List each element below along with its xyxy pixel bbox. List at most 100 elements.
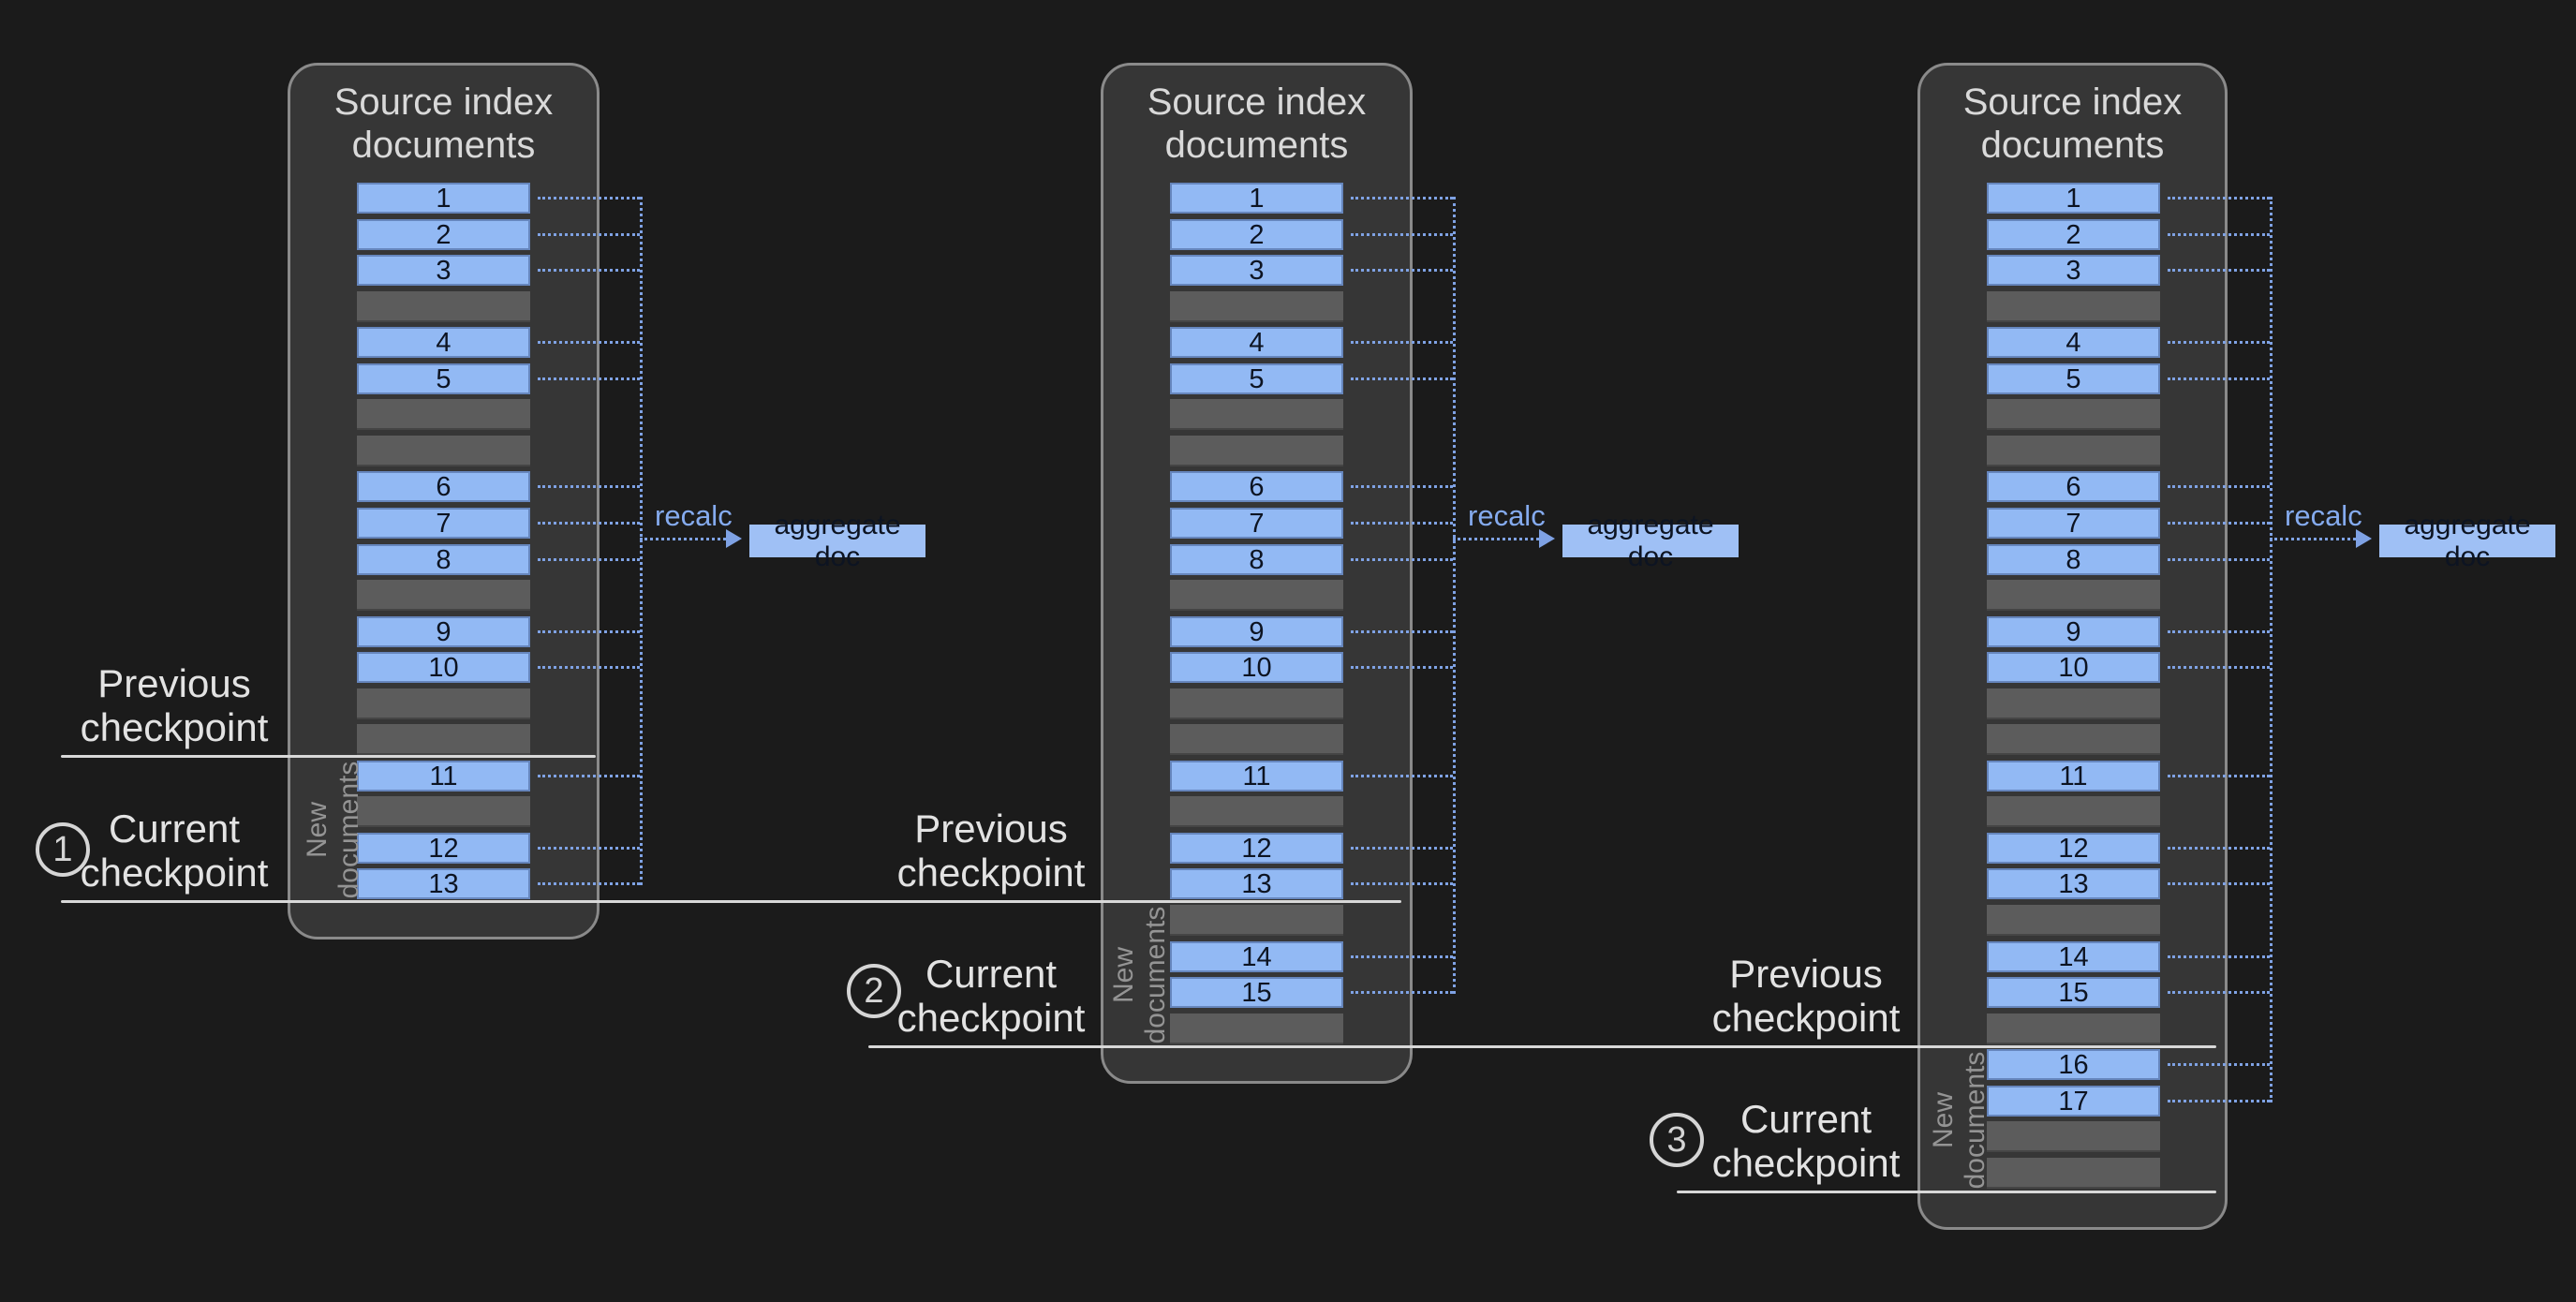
document-bar: 9: [357, 615, 530, 647]
aggregate-doc-box: aggregate doc: [1562, 510, 1739, 572]
recalc-arrow-line: [2270, 537, 2356, 540]
empty-slot-bar: [357, 796, 530, 828]
empty-slot-bar: [1987, 399, 2160, 431]
document-bar: 9: [1987, 615, 2160, 647]
doc-connector-line: [2168, 882, 2270, 886]
document-bar: 7: [1170, 507, 1343, 539]
step-number-circle-1: 1: [36, 822, 90, 877]
document-bar: 11: [357, 760, 530, 792]
panel-title-line2: documents: [351, 125, 536, 166]
doc-connector-line: [538, 521, 640, 525]
document-bar: 1: [1987, 183, 2160, 214]
doc-connector-line: [2168, 341, 2270, 345]
step-number-circle-3: 3: [1650, 1113, 1704, 1167]
step-number-circle-2: 2: [847, 964, 901, 1018]
empty-slot-bar: [357, 688, 530, 719]
doc-connector-line: [2168, 521, 2270, 525]
recalc-arrow-line: [1453, 537, 1539, 540]
doc-connector-line: [538, 197, 640, 200]
document-bar: 5: [1987, 362, 2160, 394]
bracket-line: [2270, 197, 2273, 1102]
document-bar: 15: [1170, 977, 1343, 1009]
document-bar: 3: [1170, 255, 1343, 287]
current-checkpoint-label-panel2-line2: checkpoint: [896, 996, 1086, 1040]
empty-slot-bar: [357, 399, 530, 431]
current-checkpoint-label-panel1-line2: checkpoint: [80, 851, 269, 895]
doc-connector-line: [1351, 846, 1453, 850]
doc-connector-line: [2168, 377, 2270, 380]
doc-connector-line: [538, 882, 640, 886]
doc-connector-line: [1351, 666, 1453, 670]
recalc-arrow-head: [1539, 529, 1555, 548]
doc-connector-line: [2168, 485, 2270, 489]
doc-connector-line: [1351, 521, 1453, 525]
document-bar: 1: [1170, 183, 1343, 214]
doc-connector-line: [2168, 666, 2270, 670]
current-checkpoint-label-panel3-line1: Current: [1740, 1097, 1873, 1141]
doc-connector-line: [2168, 1099, 2270, 1102]
document-bar: 12: [1987, 832, 2160, 864]
checkpoint-line-panel1-current-panel2-previous: [61, 900, 1401, 903]
checkpoint-line-panel2-current-panel3-previous: [868, 1045, 2216, 1048]
previous-checkpoint-label-panel1-line1: Previous: [97, 661, 251, 705]
aggregate-doc-box: aggregate doc: [749, 510, 925, 572]
document-bar: 10: [1170, 652, 1343, 684]
document-bar: 15: [1987, 977, 2160, 1009]
doc-connector-line: [538, 774, 640, 777]
doc-connector-line: [2168, 232, 2270, 236]
doc-connector-line: [2168, 954, 2270, 958]
document-bar: 10: [357, 652, 530, 684]
panel-title-line1: Source index: [1962, 81, 2183, 123]
document-bar: 3: [1987, 255, 2160, 287]
empty-slot-bar: [1987, 796, 2160, 828]
doc-connector-line: [2168, 774, 2270, 777]
doc-connector-line: [538, 666, 640, 670]
current-checkpoint-label-panel3-line2: checkpoint: [1711, 1141, 1901, 1185]
doc-connector-line: [1351, 485, 1453, 489]
doc-connector-line: [1351, 269, 1453, 273]
previous-checkpoint-label-panel1-line2: checkpoint: [80, 705, 269, 749]
doc-connector-line: [1351, 197, 1453, 200]
empty-slot-bar: [1170, 580, 1343, 612]
empty-slot-bar: [357, 580, 530, 612]
empty-slot-bar: [1170, 1013, 1343, 1044]
doc-connector-line: [1351, 557, 1453, 561]
document-bar: 13: [1170, 868, 1343, 900]
document-bar: 9: [1170, 615, 1343, 647]
previous-checkpoint-label-panel2-line1: Previous: [914, 806, 1068, 851]
doc-connector-line: [2168, 629, 2270, 633]
panel-title-line1: Source index: [333, 81, 554, 123]
document-bar: 12: [1170, 832, 1343, 864]
doc-connector-line: [1351, 882, 1453, 886]
document-bar: 11: [1987, 760, 2160, 792]
doc-connector-line: [538, 341, 640, 345]
document-bar: 4: [357, 327, 530, 359]
doc-connector-line: [1351, 774, 1453, 777]
current-checkpoint-label-panel1-line1: Current: [108, 806, 241, 851]
bracket-line: [640, 197, 643, 886]
document-bar: 5: [1170, 362, 1343, 394]
document-bar: 4: [1170, 327, 1343, 359]
doc-connector-line: [1351, 954, 1453, 958]
panel-title-line2: documents: [1164, 125, 1349, 166]
document-bar: 6: [1170, 471, 1343, 503]
panel-title-line1: Source index: [1147, 81, 1367, 123]
document-bar: 3: [357, 255, 530, 287]
panel-title-line2: documents: [1980, 125, 2165, 166]
document-bar: 5: [357, 362, 530, 394]
empty-slot-bar: [357, 290, 530, 322]
document-bar: 14: [1987, 940, 2160, 972]
document-bar: 10: [1987, 652, 2160, 684]
empty-slot-bar: [1170, 688, 1343, 719]
document-bar: 4: [1987, 327, 2160, 359]
document-bar: 8: [357, 543, 530, 575]
doc-connector-line: [538, 485, 640, 489]
document-bar: 6: [1987, 471, 2160, 503]
empty-slot-bar: [1987, 1121, 2160, 1153]
